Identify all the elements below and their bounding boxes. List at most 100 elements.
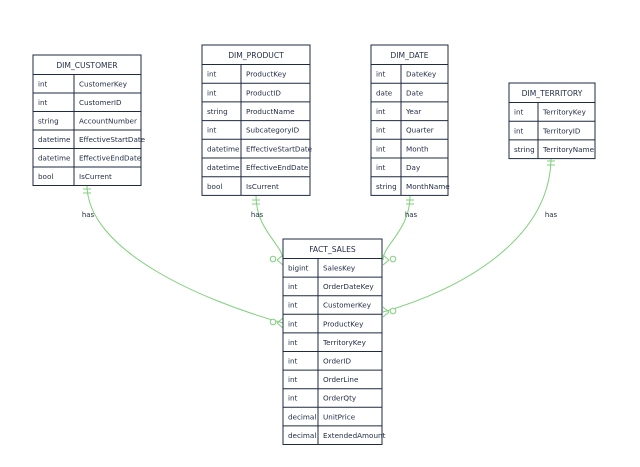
attribute-type: int (288, 319, 298, 328)
attribute-name: OrderID (323, 357, 352, 366)
attribute-name: CustomerKey (79, 79, 128, 88)
attribute-name: ProductKey (323, 319, 364, 328)
one-cardinality-marker (252, 199, 260, 205)
attribute-type: string (207, 107, 228, 116)
entity-title: FACT_SALES (309, 245, 356, 254)
relationship-label: has (545, 211, 558, 219)
attribute-name: EffectiveStartDate (79, 135, 146, 144)
attribute-name: Month (406, 144, 429, 153)
attribute-type: int (207, 70, 217, 79)
relationship-label: has (82, 211, 95, 219)
attribute-name: CustomerID (79, 98, 122, 107)
attribute-name: Day (406, 163, 421, 172)
attribute-type: string (38, 116, 59, 125)
attribute-name: IsCurrent (79, 172, 112, 181)
attribute-type: int (207, 126, 217, 135)
attribute-name: TerritoryName (542, 145, 595, 154)
one-cardinality-marker (406, 199, 414, 205)
attribute-name: EffectiveEndDate (79, 153, 142, 162)
relationship-dim-territory: has (382, 156, 558, 318)
attribute-type: int (207, 88, 217, 97)
attribute-name: Year (405, 107, 421, 116)
attribute-type: int (514, 126, 524, 135)
attribute-type: bool (38, 172, 53, 181)
attribute-name: SubcategoryID (246, 126, 300, 135)
attribute-name: Quarter (406, 126, 434, 135)
relationship-line (86, 184, 284, 324)
relationship-line (255, 195, 284, 261)
attribute-type: bigint (288, 264, 309, 273)
attribute-name: ProductName (246, 107, 295, 116)
relationship-label: has (405, 211, 418, 219)
attribute-type: int (288, 375, 298, 384)
attribute-type: int (376, 126, 386, 135)
entity-title: DIM_CUSTOMER (56, 61, 118, 70)
attribute-type: string (514, 145, 535, 154)
attribute-type: int (288, 394, 298, 403)
attribute-type: decimal (288, 412, 316, 421)
attribute-type: datetime (207, 163, 240, 172)
attribute-type: int (38, 98, 48, 107)
entity-title: DIM_PRODUCT (228, 51, 284, 60)
attribute-name: ProductID (246, 88, 281, 97)
attribute-type: int (514, 108, 524, 117)
attribute-name: UnitPrice (323, 412, 356, 421)
attribute-name: OrderDateKey (323, 282, 374, 291)
relationship-label: has (251, 211, 264, 219)
attribute-name: OrderQty (323, 394, 357, 403)
attribute-type: int (376, 163, 386, 172)
relationship-dim-customer: has (82, 184, 284, 329)
attribute-type: int (288, 357, 298, 366)
attribute-type: date (376, 88, 393, 97)
attribute-name: TerritoryKey (322, 338, 367, 347)
attribute-type: int (288, 301, 298, 310)
relationships-layer: has has has has (82, 156, 558, 329)
entity-box (282, 238, 383, 445)
attribute-name: MonthName (406, 182, 450, 191)
attribute-name: CustomerKey (323, 301, 372, 310)
relationship-line (382, 195, 411, 261)
one-cardinality-marker (547, 160, 555, 166)
attribute-type: int (376, 107, 386, 116)
attribute-name: EffectiveEndDate (246, 163, 309, 172)
attribute-name: EffectiveStartDate (246, 144, 313, 153)
attribute-name: SalesKey (323, 264, 356, 273)
attribute-type: datetime (38, 153, 71, 162)
attribute-name: AccountNumber (79, 116, 137, 125)
attribute-type: string (376, 182, 397, 191)
relationship-dim-product: has (251, 195, 284, 266)
many-cardinality-marker (269, 317, 284, 329)
entity-title: DIM_DATE (390, 51, 428, 60)
attribute-type: datetime (207, 144, 240, 153)
many-cardinality-marker (382, 306, 397, 318)
attribute-type: int (376, 144, 386, 153)
relationship-line (382, 156, 552, 313)
attribute-type: bool (207, 182, 222, 191)
attribute-name: ProductKey (246, 70, 287, 79)
attribute-name: OrderLine (323, 375, 359, 384)
attribute-name: TerritoryID (542, 126, 581, 135)
attribute-type: decimal (288, 431, 316, 440)
attribute-type: int (288, 338, 298, 347)
attribute-name: TerritoryKey (542, 108, 587, 117)
attribute-name: Date (406, 88, 424, 97)
attribute-type: datetime (38, 135, 71, 144)
many-cardinality-marker (382, 254, 397, 266)
entity-title: DIM_TERRITORY (522, 89, 583, 98)
attribute-name: ExtendedAmount (323, 431, 386, 440)
relationship-dim-date: has (382, 195, 418, 266)
attribute-type: int (376, 70, 386, 79)
attribute-type: int (38, 79, 48, 88)
attribute-name: DateKey (406, 70, 437, 79)
entity-box (32, 54, 142, 186)
attribute-name: IsCurrent (246, 182, 279, 191)
many-cardinality-marker (269, 254, 284, 266)
attribute-type: int (288, 282, 298, 291)
